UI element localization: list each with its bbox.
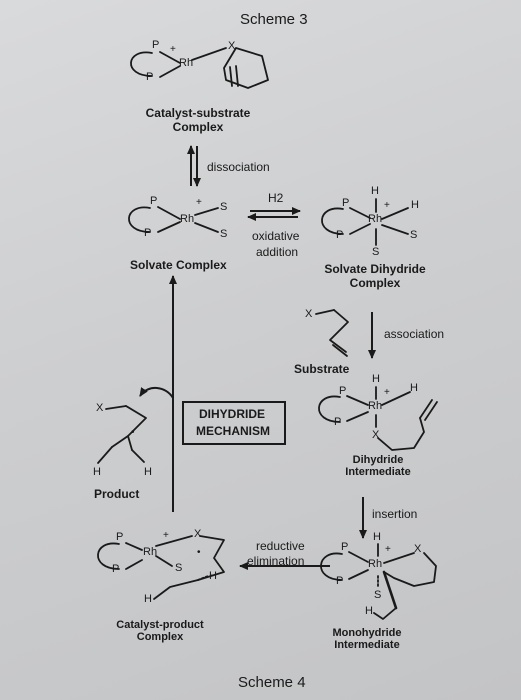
- reductive-label: reductive: [256, 539, 305, 553]
- addition-label: addition: [256, 245, 299, 259]
- atom-S: S: [374, 589, 382, 601]
- catalyst-substrate-line1: Catalyst-substrate: [145, 106, 251, 120]
- atom-Rh: Rh: [143, 546, 158, 558]
- atom-H: H: [365, 605, 373, 617]
- catalyst-substrate-label: Catalyst-substrate Complex: [113, 106, 283, 134]
- atom-Rh: Rh: [368, 213, 383, 225]
- product-structure: [97, 405, 147, 464]
- solvate-dihydride-structure: [321, 198, 409, 246]
- atom-H: H: [209, 570, 217, 582]
- charge-plus: +: [163, 530, 169, 541]
- atom-X: X: [305, 308, 313, 320]
- atom-X: X: [414, 543, 422, 555]
- atom-S: S: [372, 246, 380, 258]
- atom-Rh: Rh: [179, 57, 194, 69]
- oxidative-label: oxidative: [252, 229, 300, 243]
- elimination-label: elimination: [247, 554, 305, 568]
- deuterium-dot: •: [131, 427, 135, 438]
- deuterium-dot: •: [197, 547, 201, 558]
- atom-X: X: [228, 40, 236, 52]
- charge-plus: +: [384, 200, 390, 211]
- dissociation-label: dissociation: [207, 160, 270, 174]
- atom-Rh: Rh: [368, 400, 383, 412]
- dihydride-intermediate-line1: Dihydride: [352, 454, 404, 466]
- atom-P: P: [146, 71, 154, 83]
- atom-P: P: [339, 385, 347, 397]
- catalyst-substrate-structure: [130, 47, 269, 89]
- atom-P: P: [152, 39, 160, 51]
- mechanism-box: [182, 401, 286, 445]
- atom-H: H: [371, 185, 379, 197]
- solvate-dihydride-label: Solvate Dihydride Complex: [300, 262, 450, 290]
- monohydride-intermediate-line2: Intermediate: [334, 639, 400, 651]
- atom-S: S: [410, 229, 418, 241]
- h2-reagent: H2: [268, 191, 284, 205]
- atom-P: P: [336, 229, 344, 241]
- substrate-label: Substrate: [294, 362, 350, 376]
- monohydride-intermediate-structure: [320, 543, 437, 620]
- catalyst-product-structure: [97, 535, 225, 600]
- atom-P: P: [150, 195, 158, 207]
- atom-H: H: [93, 466, 101, 478]
- atom-P: P: [341, 541, 349, 553]
- charge-plus: +: [384, 387, 390, 398]
- dihydride-intermediate-line2: Intermediate: [345, 466, 411, 478]
- atom-P: P: [336, 575, 344, 587]
- atom-Rh: Rh: [180, 213, 195, 225]
- atom-P: P: [144, 227, 152, 239]
- solvate-complex-structure: [128, 206, 219, 233]
- solvate-dihydride-line1: Solvate Dihydride: [324, 262, 426, 276]
- association-label: association: [384, 327, 445, 341]
- atom-S: S: [175, 562, 183, 574]
- charge-plus: +: [385, 544, 391, 555]
- atom-H: H: [144, 466, 152, 478]
- atom-P: P: [112, 563, 120, 575]
- atom-X: X: [372, 429, 380, 441]
- atom-P: P: [116, 531, 124, 543]
- catalyst-product-line1: Catalyst-product: [116, 619, 204, 631]
- atom-H: H: [410, 382, 418, 394]
- insertion-label: insertion: [372, 507, 418, 521]
- atom-H: H: [372, 373, 380, 385]
- monohydride-intermediate-line1: Monohydride: [332, 627, 402, 639]
- catalyst-product-line2: Complex: [136, 631, 184, 643]
- solvate-complex-label: Solvate Complex: [130, 258, 227, 272]
- atom-P: P: [342, 197, 350, 209]
- atom-S: S: [220, 201, 228, 213]
- mechanism-line2: MECHANISM: [196, 424, 270, 438]
- substrate-structure: [315, 309, 349, 357]
- scheme-3-title: Scheme 3: [240, 11, 308, 28]
- atom-X: X: [194, 528, 202, 540]
- atom-H: H: [411, 199, 419, 211]
- monohydride-intermediate-label: Monohydride Intermediate: [312, 627, 422, 651]
- atom-X: X: [96, 402, 104, 414]
- charge-plus: +: [170, 44, 176, 55]
- mechanism-line1: DIHYDRIDE: [199, 407, 266, 421]
- catalyst-substrate-line2: Complex: [172, 120, 224, 134]
- dihydride-intermediate-structure: [318, 386, 438, 451]
- atom-H: H: [144, 593, 152, 605]
- charge-plus: +: [196, 197, 202, 208]
- scheme-4-title: Scheme 4: [238, 674, 306, 691]
- product-release-arrow: [139, 387, 174, 399]
- atom-P: P: [334, 416, 342, 428]
- catalyst-product-label: Catalyst-product Complex: [100, 619, 220, 643]
- atom-Rh: Rh: [368, 558, 383, 570]
- product-label: Product: [94, 487, 140, 501]
- dihydride-intermediate-label: Dihydride Intermediate: [318, 454, 438, 478]
- solvate-dihydride-line2: Complex: [349, 276, 401, 290]
- atom-H: H: [373, 531, 381, 543]
- atom-S: S: [220, 228, 228, 240]
